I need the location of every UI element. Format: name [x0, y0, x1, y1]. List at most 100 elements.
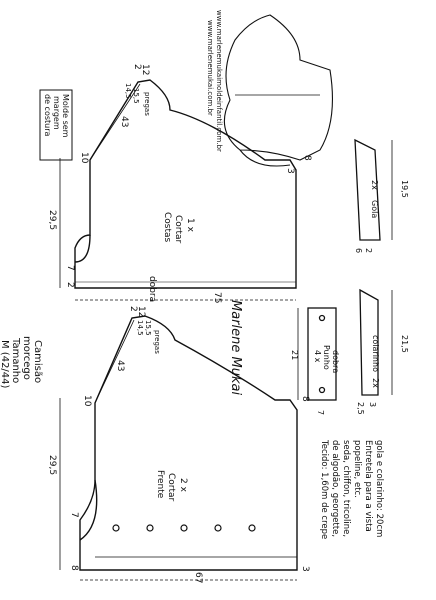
notes-line-6: gola e colarinho: 20cm: [374, 440, 384, 537]
website-block: www.marlenemukai.com.br www.marlenemukai…: [206, 10, 223, 152]
front-dim-bottomright-label: 3: [300, 566, 310, 572]
cuff-length-label: 21: [290, 350, 299, 360]
button-mark-3: [180, 524, 188, 532]
back-dim-right-label: 8: [302, 155, 312, 161]
notes-line-3: seda, chiffon, tricoline,: [341, 440, 351, 537]
molde-note-2: margem: [52, 96, 61, 130]
website-line-1: www.marlenemukai.com.br: [206, 20, 214, 116]
front-dim-width-label: 67: [193, 572, 203, 583]
back-dim-neck-label: 7: [65, 265, 75, 271]
fabric-notes: Tecido: 1,60m de crepe de algodão, georg…: [319, 439, 384, 539]
back-dim-left-label: 2: [65, 282, 75, 288]
stand-length-label: 21,5: [400, 335, 409, 353]
molde-note-3: de costura: [43, 94, 52, 137]
button-mark-2: [146, 524, 154, 532]
back-label-3: 1 x: [185, 218, 195, 233]
back-texts: Costas Cortar 1 x dobra 29,5 10 2 7 43 1…: [47, 64, 312, 303]
collar-label-1: Gola: [370, 200, 379, 218]
collar-length-label: 19,5: [400, 180, 409, 198]
molde-note-box: Molde sem margem de costura: [39, 89, 73, 161]
front-neck-curve: [79, 479, 98, 541]
front-label-3: 2 x: [178, 478, 188, 493]
website-line-2: www.marlenemukaimoldeinfantil.com.br: [215, 10, 223, 152]
back-dim-height-label: 29,5: [47, 210, 57, 230]
front-diagonal: [94, 319, 135, 404]
notes-line-5: Entretela para a vista: [363, 440, 373, 532]
back-label-1: Costas: [162, 212, 172, 243]
front-dim-left-label: 8: [69, 565, 79, 571]
notes-line-4: popeline, etc.: [352, 440, 362, 498]
back-dim-topleft-label: 10: [79, 152, 89, 164]
stand-label-2: 2x: [371, 378, 380, 388]
front-label-1: Frente: [155, 470, 165, 499]
collar-label-2: 2x: [370, 180, 379, 190]
back-label-2: Cortar: [173, 215, 183, 244]
cuff-outline: [307, 307, 337, 401]
front-dim-top2-label: 2: [128, 306, 138, 312]
collar-a-label: 6: [354, 248, 363, 253]
notes-line-2: de algodão, georgette,: [330, 440, 340, 537]
back-dim-sleeve-b-label: 15,5: [132, 88, 140, 104]
back-dim-top2-label: 2: [132, 64, 142, 70]
front-dim-topleft-label: 10: [82, 395, 92, 407]
back-diagonal: [89, 83, 141, 161]
collar-b-label: 2: [364, 248, 373, 253]
front-dim-neck-label: 7: [69, 512, 79, 518]
stand-label-1: colarinho: [371, 335, 380, 372]
button-mark-4: [214, 524, 222, 532]
title-block: Camisão morcego Tamanho M (42/44): [0, 336, 43, 389]
front-dim-sleeve-b-label: 15,5: [144, 320, 152, 336]
stand-a-label: 2,5: [356, 402, 365, 415]
cuff-label-1: Punho: [322, 345, 331, 370]
front-texts: Frente Cortar 2 x 29,5 10 7 8 43 12 2 14…: [47, 306, 310, 583]
stand-texts: colarinho 2x 21,5 2,5 3: [356, 335, 409, 415]
cuff-width-label: 7: [316, 410, 325, 415]
back-fold-label: dobra: [147, 276, 157, 302]
sketch-body: [223, 14, 334, 161]
molde-note-1: Molde sem: [61, 94, 70, 138]
front-buttons: [112, 524, 256, 532]
title-line-1: Camisão: [32, 340, 43, 383]
back-neck-curve: [74, 234, 91, 263]
front-dim-top-label: 12: [136, 306, 146, 317]
button-mark-5: [248, 524, 256, 532]
signature: Marlene Mukai: [228, 300, 243, 395]
title-line-2: morcego: [21, 336, 32, 380]
back-dim-diag-label: 43: [119, 116, 129, 127]
cuff-buttonhole-2: [318, 386, 326, 394]
front-dim-pregas-label: pregas: [153, 330, 161, 354]
stand-outline: [359, 288, 379, 396]
collar-outline: [354, 138, 381, 241]
notes-line-1: Tecido: 1,60m de crepe: [319, 439, 329, 539]
cuff-texts: Punho 4 x dobra 21 7: [290, 345, 340, 415]
garment-sketch: [223, 14, 334, 167]
stand-piece: [359, 288, 393, 396]
back-dim-width-label: 75: [212, 292, 222, 303]
button-mark-1: [112, 524, 120, 532]
sketch-sleeve: [239, 149, 291, 167]
back-dim-sleeve-a-label: 14,5: [124, 83, 132, 99]
back-dim-pregas-label: pregas: [143, 92, 151, 116]
collar-texts: Gola 2x 19,5 6 2: [354, 180, 409, 253]
front-label-2: Cortar: [166, 473, 176, 502]
front-outline: [79, 315, 298, 571]
front-dim-diag-label: 43: [115, 360, 125, 371]
title-line-4: M (42/44): [0, 340, 10, 389]
cuff-label-2: 4 x: [313, 350, 322, 363]
back-piece: [59, 79, 297, 301]
cuff-fold-label: dobra: [331, 350, 340, 373]
front-dim-right-label: 8: [300, 396, 310, 402]
molde-note-frame: [39, 89, 73, 161]
front-dim-height-label: 29,5: [47, 455, 57, 475]
stand-b-label: 3: [368, 402, 377, 407]
title-line-3: Tamanho: [10, 337, 21, 383]
back-dim-top-label: 12: [140, 64, 150, 75]
front-dim-sleeve-a-label: 14,5: [136, 320, 144, 336]
front-piece: [59, 315, 298, 581]
back-outline: [74, 79, 297, 289]
back-dim-bottomright-label: 3: [285, 168, 295, 174]
cuff-piece: [297, 307, 337, 401]
cuff-buttonhole-1: [318, 314, 326, 322]
collar-piece: [354, 138, 393, 241]
